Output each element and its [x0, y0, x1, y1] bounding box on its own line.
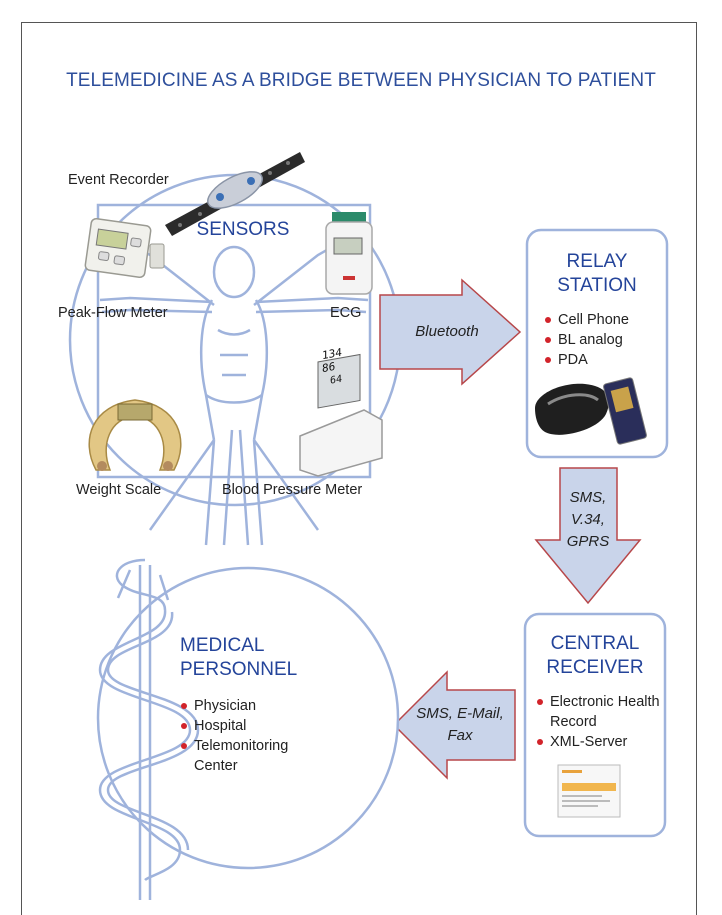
blood-pressure-device: 134 86 64 [299, 346, 383, 477]
relay-list: Cell Phone BL analog PDA [544, 310, 629, 370]
medical-personnel-circle [96, 566, 400, 870]
event-recorder-label: Event Recorder [68, 172, 169, 188]
bluetooth-label: Bluetooth [415, 323, 479, 340]
relay-item: BL analog [544, 330, 629, 350]
ecg-label: ECG [330, 305, 362, 321]
blood-pressure-label: Blood Pressure Meter [222, 482, 363, 498]
email-label-line2: Fax [447, 727, 473, 744]
medical-item: Physician [180, 696, 330, 716]
page-title: TELEMEDICINE AS A BRIDGE BETWEEN PHYSICI… [66, 70, 656, 91]
peak-flow-device [84, 217, 165, 279]
page-frame [21, 22, 697, 915]
central-heading-line2: RECEIVER [546, 657, 644, 678]
bp-readout-1: 134 [322, 346, 342, 362]
relay-item: Cell Phone [544, 310, 629, 330]
relay-heading-line1: RELAY [566, 251, 628, 272]
central-list: Electronic Health Record XML-Server [536, 692, 660, 752]
sms-label-line3: GPRS [566, 533, 610, 550]
event-recorder-device [165, 152, 305, 236]
medical-list: Physician Hospital Telemonitoring Center [180, 696, 330, 776]
sms-label-line1: SMS, [569, 489, 607, 506]
rod-of-asclepius-icon [98, 558, 200, 900]
relay-devices [535, 377, 647, 445]
medical-item: Hospital [180, 716, 330, 736]
email-left-arrow [392, 670, 516, 780]
peak-flow-label: Peak-Flow Meter [58, 305, 168, 321]
xml-server-screenshot [557, 764, 621, 818]
bp-readout-2: 86 [322, 360, 335, 375]
medical-heading-line2: PERSONNEL [180, 659, 298, 680]
relay-heading-line2: STATION [557, 275, 637, 296]
central-item: XML-Server [536, 732, 660, 752]
weight-scale-device [88, 399, 182, 471]
relay-item: PDA [544, 350, 629, 370]
central-heading-line1: CENTRAL [550, 633, 640, 654]
medical-heading-line1: MEDICAL [180, 635, 265, 656]
medical-item: Telemonitoring Center [180, 736, 330, 776]
sms-label-line2: V.34, [571, 511, 605, 528]
central-item: Electronic Health Record [536, 692, 660, 732]
sensors-heading: SENSORS [196, 219, 290, 240]
ecg-device [325, 212, 373, 295]
bp-readout-3: 64 [330, 374, 342, 387]
bluetooth-arrow [379, 278, 522, 386]
sms-down-arrow [534, 467, 642, 605]
email-label-line1: SMS, E-Mail, [416, 705, 504, 722]
weight-scale-label: Weight Scale [76, 482, 162, 498]
